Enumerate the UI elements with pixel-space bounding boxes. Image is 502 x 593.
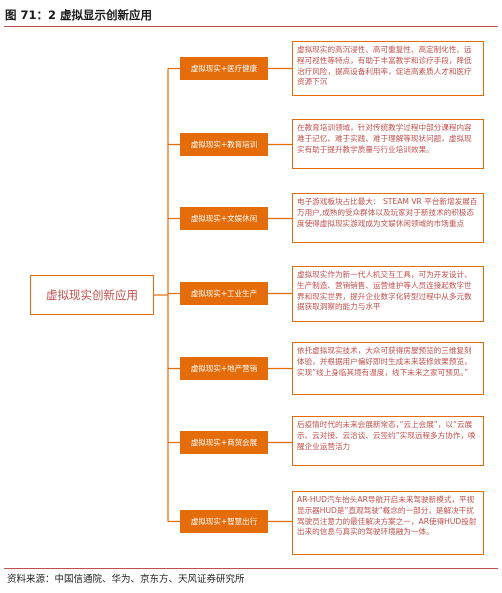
branch-node-real-estate: 虚拟现实+地产营销 — [180, 357, 268, 380]
desc-box-entertainment: 电子游戏板块占比最大： STEAM VR 平台新增发展百万用户,成熟的受众群体以… — [292, 193, 484, 243]
source-note: 资料来源：中国信通院、华为、京东方、天风证券研究所 — [7, 574, 245, 585]
figure-title: 图 71：2 虚拟显示创新应用 — [5, 8, 153, 22]
desc-box-medical: 虚拟现实的高沉浸性、高可重复性、高定制化性、远程可视性等特点，有助于丰富教学和诊… — [292, 41, 484, 96]
branch-node-medical: 虚拟现实+医疗健康 — [180, 57, 268, 80]
branch-node-exhibition: 虚拟现实+商贸会展 — [180, 431, 268, 454]
branch-node-entertainment: 虚拟现实+文娱休闲 — [180, 207, 268, 230]
branch-node-education: 虚拟现实+教育培训 — [180, 133, 268, 156]
desc-box-mobility: AR-HUD汽车抬头AR导航开启未来驾驶新模式，平视显示器HUD是”直观驾驶”概… — [292, 491, 484, 555]
branch-node-industry: 虚拟现实+工业生产 — [180, 282, 268, 305]
root-node: 虚拟现实创新应用 — [30, 275, 154, 315]
top-rule — [4, 26, 498, 27]
branch-node-mobility: 虚拟现实+智慧出行 — [180, 510, 268, 533]
desc-box-exhibition: 后疫情时代的未来会展新常态，”云上会展”，以”云展示、云对接、云洽谈、云签约”实… — [292, 416, 484, 466]
desc-box-industry: 虚拟现实作为新一代人机交互工具，可为开发设计、生产制造、营销销售、运营维护等人员… — [292, 266, 484, 322]
bottom-rule — [4, 568, 498, 569]
desc-box-real-estate: 依托虚拟现实技术，大众可获得房屋预览的三维复刻体验，并根据用户偏好即时生成未来装… — [292, 342, 484, 395]
desc-box-education: 在教育培训领域，针对传统教学过程中部分课程内容难于记忆、难于实践、难于理解等现状… — [292, 119, 484, 169]
